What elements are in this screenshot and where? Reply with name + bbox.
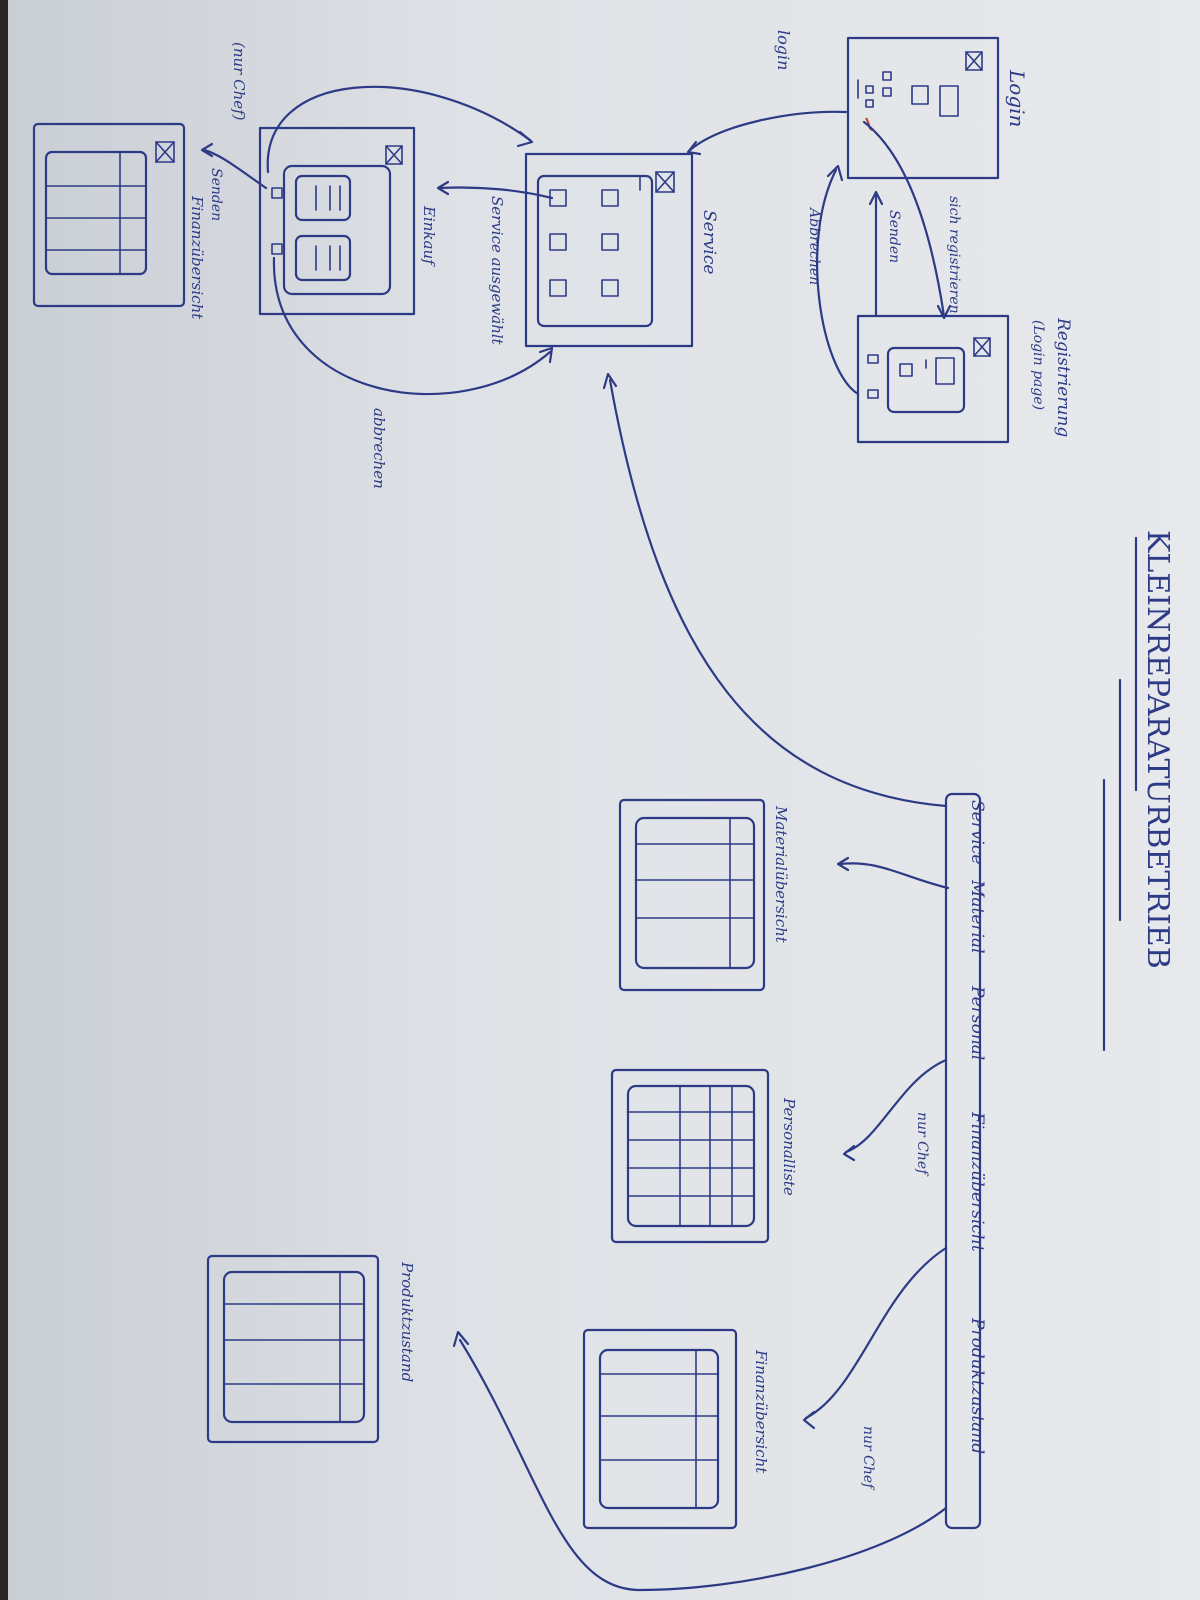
product-status-label: Produktzustand [398,1261,416,1382]
service-screen [524,152,694,348]
send-registration-transition: Senden [886,210,902,263]
nav-bar [944,792,982,1530]
material-label: Materialübersicht [772,805,790,944]
finance-screen-right [582,1328,738,1530]
product-status-screen [206,1254,380,1444]
personnel-screen [610,1068,770,1244]
login-transition: login [774,30,793,70]
finance-screen-left [32,122,186,308]
finance-left-label: Finanzübersicht [188,195,206,320]
only-boss-left: (nur Chef) [230,42,248,121]
paper-sheet [8,0,1200,1600]
registration-screen [856,314,1010,444]
only-boss-finance: nur Chef [860,1426,876,1491]
login-screen-label: Login [1005,69,1029,127]
material-screen [618,798,766,992]
service-label: Service [699,210,719,274]
registration-note: (Login page) [1030,320,1046,410]
registration-label: Registrierung [1053,317,1073,437]
cancel-purchase-transition: abbrechen [370,408,388,489]
login-screen [846,36,1000,180]
personnel-label: Personalliste [780,1097,798,1196]
only-boss-personnel: nur Chef [914,1112,930,1177]
nav-item-finance[interactable]: Finanzübersicht [967,1111,987,1252]
nav-item-material[interactable]: Material [967,879,987,954]
nav-item-product-status[interactable]: Produktzustand [967,1317,987,1454]
purchase-screen [258,126,416,316]
title: KLEINREPARATURBETRIEB [1140,530,1175,969]
nav-item-personal[interactable]: Personal [967,985,987,1060]
purchase-label: Einkauf [420,205,438,267]
finance-right-label: Finanzübersicht [752,1349,770,1474]
nav-item-service[interactable]: Service [967,800,987,864]
register-transition: sich registrieren [946,196,962,314]
service-selected-transition: Service ausgewählt [488,196,506,346]
cancel-registration-transition: Abbrechen [806,206,822,285]
send-purchase-transition: Senden [208,168,224,221]
